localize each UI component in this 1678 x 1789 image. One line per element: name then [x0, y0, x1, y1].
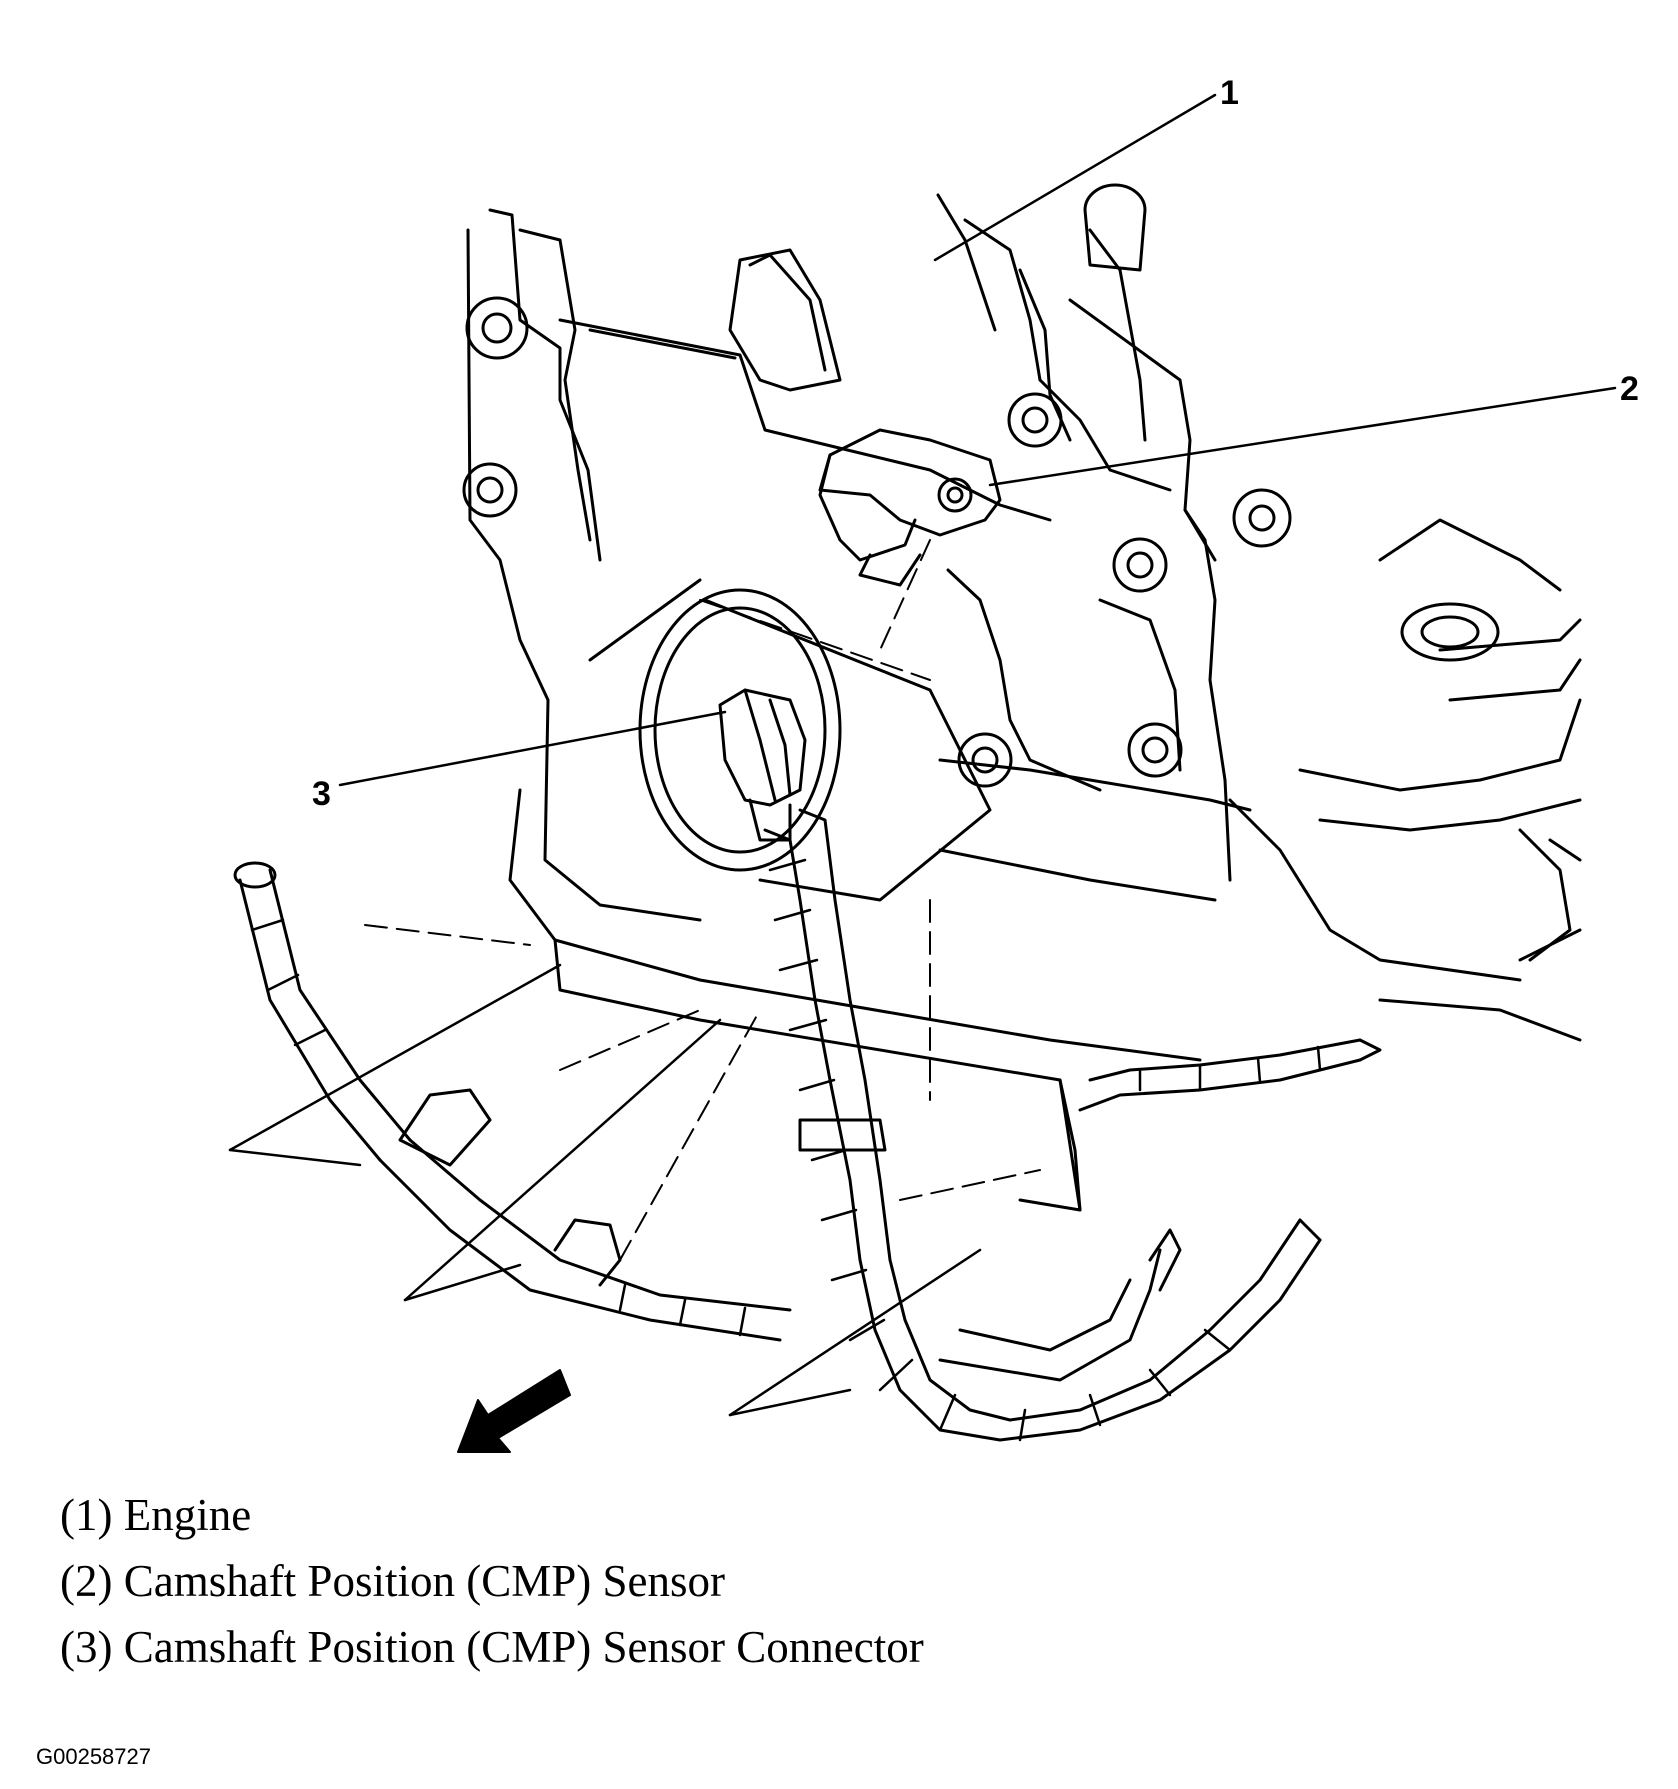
callout-number-3: 3 [312, 775, 331, 813]
engine-front-cover [462, 183, 1582, 1212]
reference-lines [364, 539, 1041, 1261]
clip-pointer-lines [228, 963, 982, 1417]
legend-item-cmp-sensor-connector: (3) Camshaft Position (CMP) Sensor Conne… [60, 1622, 924, 1672]
wiring-harness [233, 808, 1382, 1442]
callout-3-leader [338, 710, 727, 787]
legend: (1) Engine (2) Camshaft Position (CMP) S… [60, 1482, 924, 1680]
cmp-sensor [728, 248, 1002, 587]
cmp-sensor-connector [718, 688, 807, 842]
callout-number-1: 1 [1220, 74, 1239, 112]
front-direction-arrow [457, 1369, 571, 1453]
figure-id: G00258727 [36, 1744, 151, 1769]
callout-2-leader [988, 386, 1617, 487]
legend-item-cmp-sensor: (2) Camshaft Position (CMP) Sensor [60, 1556, 726, 1606]
callout-number-2: 2 [1620, 370, 1639, 408]
callout-1-leader [933, 93, 1217, 262]
legend-item-engine: (1) Engine [60, 1490, 252, 1540]
harness-loom-marks [250, 858, 1322, 1442]
engine-cmp-sensor-illustration: 1 2 3 [228, 74, 1639, 1453]
